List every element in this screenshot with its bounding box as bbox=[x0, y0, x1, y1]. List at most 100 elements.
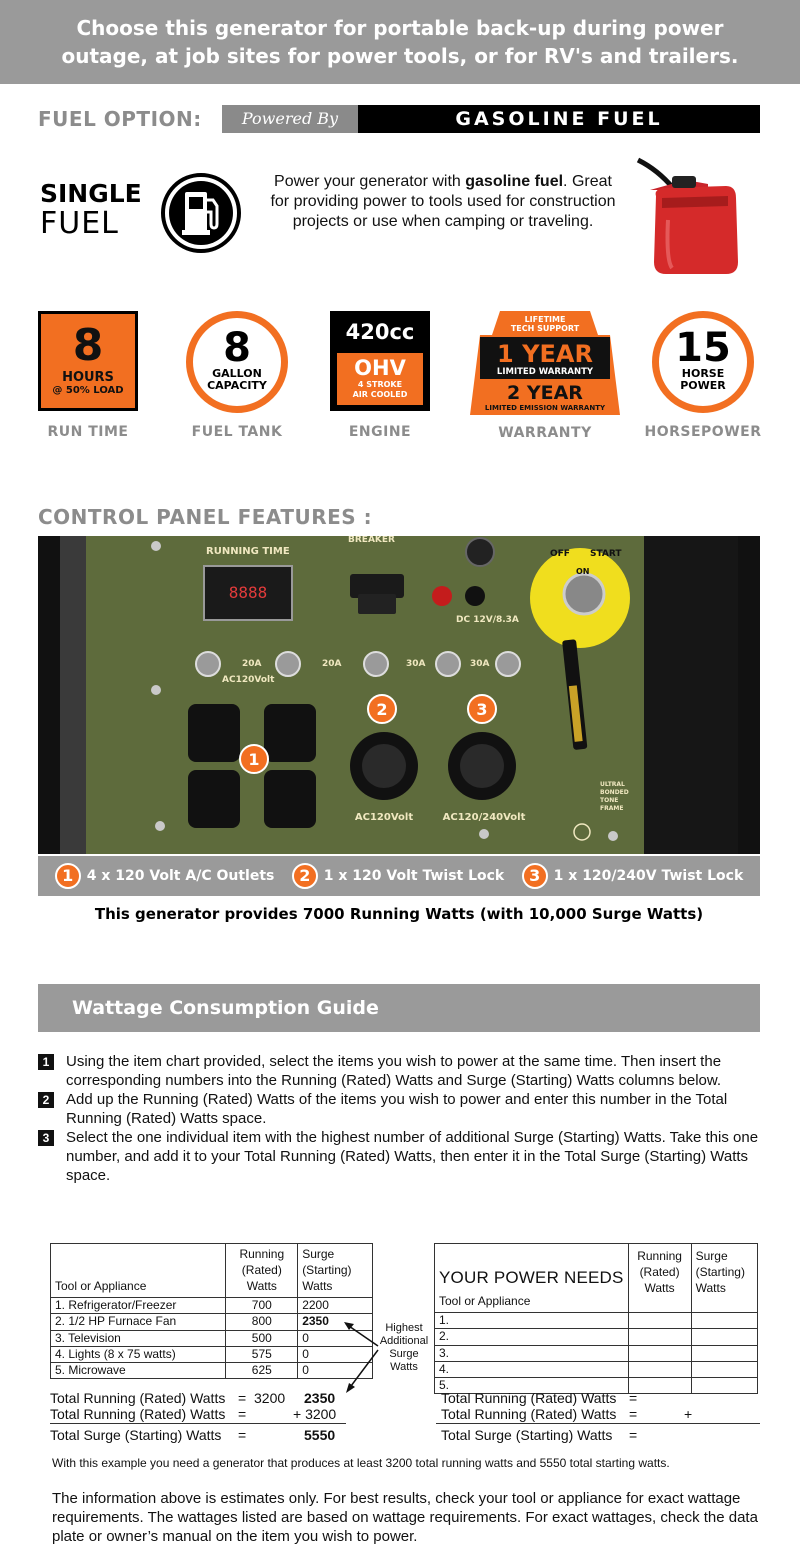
panel-start: START bbox=[590, 549, 622, 559]
step-text: Add up the Running (Rated) Watts of the … bbox=[66, 1091, 728, 1127]
total-label: Total Running (Rated) Watts bbox=[50, 1390, 226, 1406]
panel-ac120-label: AC120Volt bbox=[222, 675, 275, 685]
col-header-running-2: (Rated) bbox=[241, 1263, 282, 1277]
table-row: 5. bbox=[434, 1377, 759, 1395]
needs-row-item[interactable]: 3. bbox=[434, 1344, 629, 1362]
legend-number-icon: 2 bbox=[291, 863, 318, 889]
total-surge-add: 2350 bbox=[304, 1390, 336, 1406]
needs-row-surge[interactable] bbox=[690, 1377, 759, 1395]
needs-row-item[interactable]: 4. bbox=[434, 1360, 629, 1379]
horsepower-caption: HORSEPOWER bbox=[644, 424, 762, 440]
row-item: 4. Lights (8 x 75 watts) bbox=[49, 1345, 227, 1364]
needs-row-surge[interactable] bbox=[690, 1360, 759, 1379]
total-running-value: 3200 bbox=[254, 1390, 286, 1406]
panel-amp-20b: 20A bbox=[322, 659, 342, 669]
needs-header-surge: Surge(Starting)Watts bbox=[690, 1243, 759, 1313]
single-fuel-line-2: FUEL bbox=[40, 206, 119, 241]
total-eq: = bbox=[629, 1390, 638, 1406]
panel-running-time: RUNNING TIME bbox=[206, 546, 290, 557]
marker-1-icon: 1 bbox=[239, 744, 269, 774]
needs-row-item[interactable]: 5. bbox=[434, 1377, 629, 1395]
engine-caption: ENGINE bbox=[348, 424, 412, 440]
total-label: Total Running (Rated) Watts bbox=[441, 1390, 617, 1406]
control-panel-image: RUNNING TIME 8888 BREAKER DC 12V/8.3A ON… bbox=[38, 536, 760, 854]
horsepower-value: 15 bbox=[675, 325, 731, 371]
marker-1-label: 1 bbox=[248, 750, 259, 769]
step-text: Using the item chart provided, select th… bbox=[66, 1053, 722, 1089]
table-row: 4. bbox=[434, 1360, 759, 1379]
total-eq: = bbox=[629, 1406, 638, 1422]
row-running: 700 bbox=[225, 1296, 299, 1315]
gas-can-image bbox=[636, 157, 738, 274]
step-number: 2 bbox=[38, 1092, 54, 1108]
total-eq: = bbox=[238, 1390, 247, 1406]
needs-row-item[interactable]: 1. bbox=[434, 1311, 629, 1330]
panel-on: ON bbox=[576, 567, 590, 576]
needs-row-surge[interactable] bbox=[690, 1344, 759, 1362]
warranty-limited: LIMITED WARRANTY bbox=[497, 367, 594, 377]
col-header-running: Running(Rated)Watts bbox=[225, 1243, 299, 1298]
total-eq: = bbox=[238, 1406, 247, 1422]
needs-row-running[interactable] bbox=[627, 1360, 692, 1379]
fuel-tank-line-2: CAPACITY bbox=[207, 379, 267, 392]
gasoline-fuel-tag: GASOLINE FUEL bbox=[358, 105, 760, 133]
panel-amp-30b: 30A bbox=[470, 659, 490, 669]
fuel-desc-post: . Great for providing power to tools use… bbox=[270, 173, 616, 230]
needs-row-running[interactable] bbox=[627, 1344, 692, 1362]
col-header-surge-2: (Starting) bbox=[302, 1263, 352, 1277]
col-header-surge-1: Surge bbox=[302, 1247, 335, 1261]
table-row: 2. bbox=[434, 1328, 759, 1346]
total-label: Total Running (Rated) Watts bbox=[50, 1406, 226, 1422]
horsepower-badge: 15 HORSE POWER bbox=[652, 311, 754, 413]
needs-row-running[interactable] bbox=[627, 1328, 692, 1346]
needs-row-running[interactable] bbox=[627, 1311, 692, 1330]
powered-by-tag: Powered By bbox=[222, 105, 358, 133]
total-surge-value: 5550 bbox=[304, 1427, 336, 1443]
banner-line-2: outage, at job sites for power tools, or… bbox=[61, 44, 739, 68]
marker-3-label: 3 bbox=[476, 700, 487, 719]
col-header-running-3: Watts bbox=[246, 1279, 277, 1293]
highest-surge-note: Highest Additional Surge Watts bbox=[378, 1322, 430, 1374]
marker-3-icon: 3 bbox=[467, 694, 497, 724]
run-time-badge: 8 HOURS @ 50% LOAD bbox=[38, 311, 138, 411]
panel-ground-2: BONDED bbox=[600, 789, 629, 796]
single-fuel-line-1: SINGLE bbox=[40, 179, 142, 208]
example-note: With this example you need a generator t… bbox=[52, 1456, 670, 1470]
needs-totals-divider bbox=[436, 1423, 760, 1424]
disclaimer: The information above is estimates only.… bbox=[52, 1490, 758, 1545]
needs-col-running-2: (Rated) bbox=[639, 1265, 680, 1279]
legend-text: 1 x 120 Volt Twist Lock bbox=[323, 868, 505, 884]
needs-col-running-3: Watts bbox=[644, 1281, 675, 1295]
table-row: 1. bbox=[434, 1311, 759, 1330]
example-table: Tool or Appliance Running(Rated)Watts Su… bbox=[49, 1243, 373, 1380]
panel-twist-120-label: AC120Volt bbox=[355, 812, 413, 823]
run-time-caption: RUN TIME bbox=[47, 424, 129, 440]
needs-row-item[interactable]: 2. bbox=[434, 1328, 629, 1346]
step-text: Select the one individual item with the … bbox=[66, 1129, 759, 1184]
legend-item: 1 4 x 120 Volt A/C Outlets bbox=[54, 863, 275, 889]
needs-row-surge[interactable] bbox=[690, 1311, 759, 1330]
panel-breaker: BREAKER bbox=[348, 536, 395, 545]
warranty-tech-2: TECH SUPPORT bbox=[511, 324, 580, 333]
needs-col-running-1: Running bbox=[637, 1249, 682, 1263]
fuel-option-bar: FUEL OPTION: Powered By GASOLINE FUEL bbox=[38, 104, 760, 134]
panel-amp-30a: 30A bbox=[406, 659, 426, 669]
needs-col-surge-3: Watts bbox=[695, 1281, 726, 1295]
warranty-badge: LIFETIME TECH SUPPORT 1 YEAR LIMITED WAR… bbox=[470, 311, 620, 415]
fuel-tank-caption: FUEL TANK bbox=[191, 424, 283, 440]
needs-row-surge[interactable] bbox=[690, 1328, 759, 1346]
needs-totals: Total Running (Rated) Watts= Total Runni… bbox=[441, 1390, 761, 1443]
horsepower-line-1: HORSE bbox=[681, 367, 725, 380]
engine-cc: 420cc bbox=[345, 320, 415, 344]
legend-number-icon: 1 bbox=[54, 863, 81, 889]
outlet-legend: 1 4 x 120 Volt A/C Outlets 2 1 x 120 Vol… bbox=[38, 856, 760, 896]
table-row: 3. bbox=[434, 1344, 759, 1362]
needs-col-surge-1: Surge bbox=[695, 1249, 728, 1263]
legend-text: 4 x 120 Volt A/C Outlets bbox=[86, 868, 275, 884]
row-running: 500 bbox=[225, 1329, 299, 1347]
legend-text: 1 x 120/240V Twist Lock bbox=[553, 868, 744, 884]
engine-ohv: OHV bbox=[354, 356, 406, 380]
total-eq: = bbox=[238, 1427, 247, 1443]
